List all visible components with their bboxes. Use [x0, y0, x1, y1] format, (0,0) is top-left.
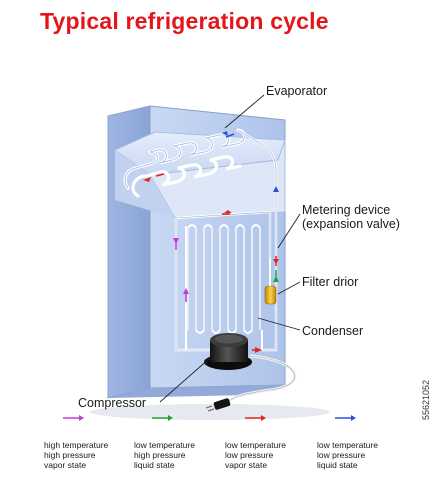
condenser-grid-outline — [187, 228, 261, 330]
legend-item: low temperature high pressure liquid sta… — [134, 440, 195, 470]
legend-arrows — [63, 415, 356, 421]
legend-text: high temperature — [44, 440, 109, 450]
legend-text: low pressure — [225, 450, 274, 460]
arrow-green-right — [273, 276, 279, 282]
metering-device-label-line1: Metering device — [302, 203, 391, 217]
condenser-label: Condenser — [302, 324, 364, 338]
legend-text: low temperature — [317, 440, 378, 450]
legend-text: vapor state — [44, 460, 87, 470]
legend-text: vapor state — [225, 460, 268, 470]
legend-text: low temperature — [134, 440, 195, 450]
filter-drior — [264, 285, 277, 305]
legend-text: low pressure — [317, 450, 366, 460]
legend-text: liquid state — [134, 460, 175, 470]
arrow-red-mid — [224, 210, 232, 213]
legend-item: high temperature high pressure vapor sta… — [44, 440, 108, 470]
legend-text: liquid state — [317, 460, 358, 470]
legend-text: high pressure — [44, 450, 96, 460]
legend-text: high pressure — [134, 450, 186, 460]
arrow-red-top-2 — [155, 173, 165, 177]
compressor-label: Compressor — [78, 396, 147, 410]
legend-item: low temperature low pressure liquid stat… — [317, 440, 378, 470]
diagram-title: Typical refrigeration cycle — [40, 8, 329, 34]
power-plug — [205, 398, 231, 412]
refrigerant-loop-outline — [175, 129, 277, 351]
evaporator-coil-outline — [124, 129, 245, 189]
metering-device-label-line2: (expansion valve) — [302, 217, 400, 231]
legend-item: low temperature low pressure vapor state — [225, 440, 286, 470]
evaporator-label: Evaporator — [266, 84, 328, 98]
flow-arrows — [143, 131, 279, 353]
legend-text: low temperature — [225, 440, 286, 450]
arrow-magenta-bottom — [183, 288, 189, 294]
sidebar-id: 55621052 — [421, 380, 431, 421]
arrow-blue-evaporator — [222, 131, 228, 136]
arrow-red-top — [143, 177, 151, 182]
arrow-blue-evaporator-2 — [225, 133, 235, 138]
arrow-blue-right — [273, 186, 279, 192]
filter-drior-label: Filter drior — [302, 275, 359, 289]
metering-device-label: Metering device (expansion valve) — [302, 203, 400, 231]
compressor — [204, 333, 252, 370]
freezer-side — [115, 150, 175, 218]
leader-lines — [159, 94, 301, 403]
floor-shadow — [90, 404, 330, 420]
power-cord-outline — [225, 355, 295, 405]
